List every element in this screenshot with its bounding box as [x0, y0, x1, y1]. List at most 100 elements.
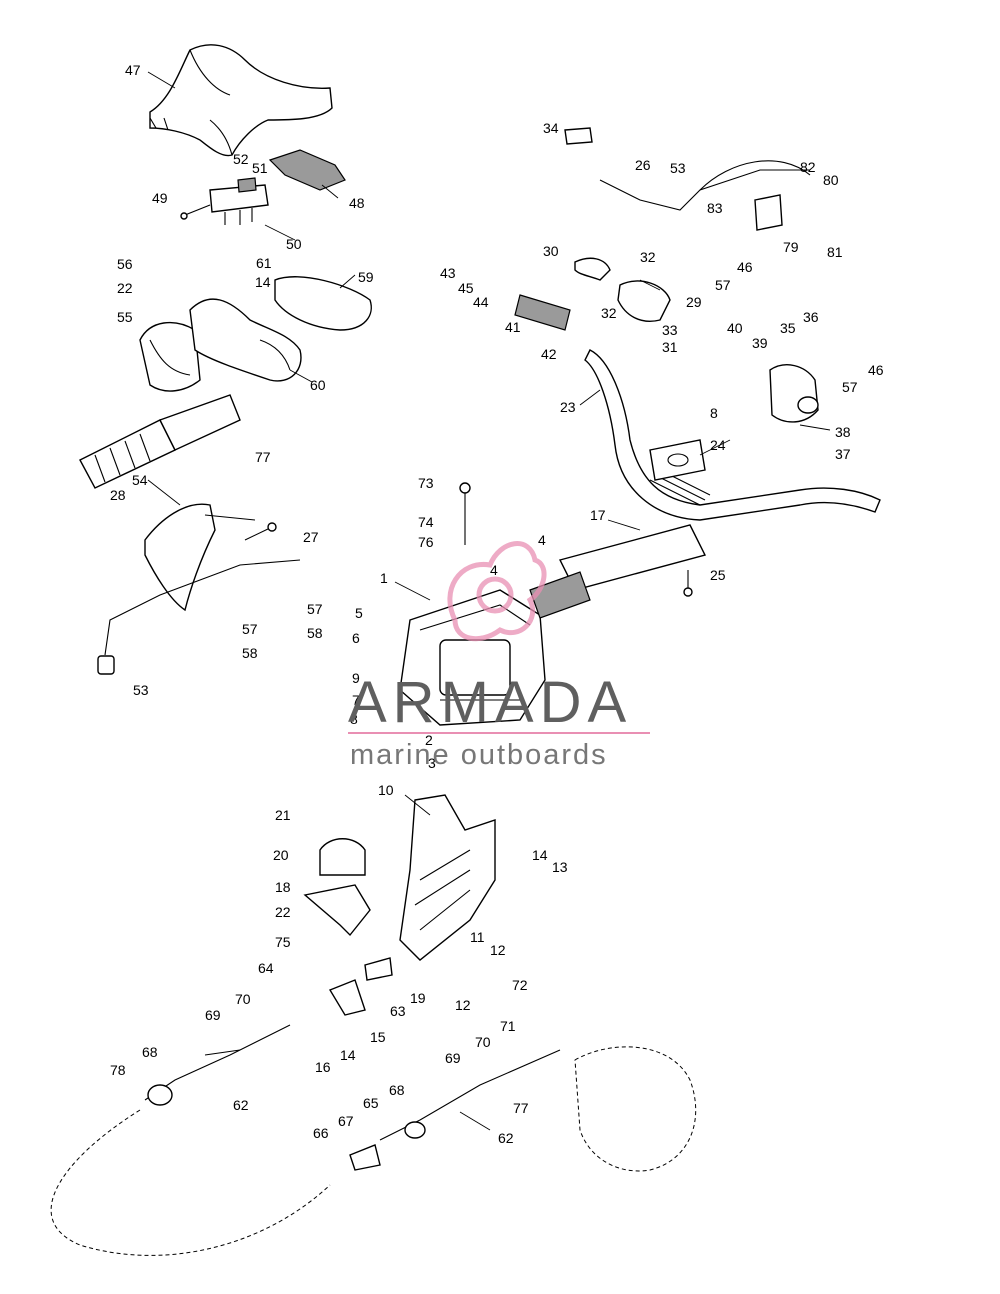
callout-10: 10	[378, 782, 394, 798]
callout-62: 62	[233, 1097, 249, 1113]
callout-59: 59	[358, 269, 374, 285]
callout-72: 72	[512, 977, 528, 993]
callout-12: 12	[490, 942, 506, 958]
callout-68: 68	[389, 1082, 405, 1098]
part-63-stop	[364, 957, 393, 981]
callout-14: 14	[255, 274, 271, 290]
callout-3: 3	[428, 755, 436, 771]
callout-69: 69	[205, 1007, 221, 1023]
callout-78: 78	[110, 1062, 126, 1078]
callout-57: 57	[307, 601, 323, 617]
callout-29: 29	[686, 294, 702, 310]
callout-61: 61	[256, 255, 272, 271]
callout-62: 62	[498, 1130, 514, 1146]
callout-58: 58	[307, 625, 323, 641]
callout-58: 58	[242, 645, 258, 661]
part-20-clamp	[319, 838, 366, 876]
callout-32: 32	[601, 305, 617, 321]
callout-28: 28	[110, 487, 126, 503]
callout-11: 11	[470, 929, 485, 945]
callout-20: 20	[273, 847, 289, 863]
callout-48: 48	[349, 195, 365, 211]
callout-68: 68	[142, 1044, 158, 1060]
callout-labels: 1 2 3 4 4 5 6 7 8 8 9 10 11 12 12 13 14 …	[110, 62, 884, 1146]
callout-77: 77	[513, 1100, 529, 1116]
callout-45: 45	[458, 280, 474, 296]
callout-8: 8	[710, 405, 718, 421]
callout-66: 66	[313, 1125, 329, 1141]
part-17-right-grip	[529, 524, 707, 619]
callout-53: 53	[670, 160, 686, 176]
callout-32: 32	[640, 249, 656, 265]
part-26-cable	[599, 160, 811, 211]
callout-1: 1	[380, 570, 388, 586]
part-62-cable-left	[50, 1024, 331, 1256]
callout-14: 14	[532, 847, 548, 863]
callout-57: 57	[842, 379, 858, 395]
part-30-clip	[574, 257, 611, 281]
part-48-clamp	[268, 149, 346, 191]
callout-77: 77	[255, 449, 271, 465]
part-62-cable-right	[349, 1049, 561, 1171]
part-18-bracket	[303, 884, 371, 937]
callout-8: 8	[350, 711, 358, 727]
part-49-screw	[180, 204, 211, 220]
part-35-throttle-housing	[769, 364, 819, 423]
callout-6: 6	[352, 630, 360, 646]
callout-71: 71	[500, 1018, 516, 1034]
callout-4: 4	[490, 562, 498, 578]
callout-80: 80	[823, 172, 839, 188]
callout-46: 46	[737, 259, 753, 275]
callout-22: 22	[117, 280, 133, 296]
callout-30: 30	[543, 243, 559, 259]
callout-26: 26	[635, 157, 651, 173]
callout-47: 47	[125, 62, 141, 78]
callout-75: 75	[275, 934, 291, 950]
part-54-throttle-lever	[144, 503, 216, 612]
part-34-clip	[564, 127, 593, 145]
callout-13: 13	[552, 859, 568, 875]
callout-43: 43	[440, 265, 456, 281]
callout-53: 53	[133, 682, 149, 698]
part-15-arm	[328, 979, 366, 1016]
callout-38: 38	[835, 424, 851, 440]
watermark-subtitle: marine outboards	[350, 739, 608, 771]
part-73-bolt	[459, 482, 471, 545]
callout-67: 67	[338, 1113, 354, 1129]
callout-40: 40	[727, 320, 743, 336]
part-left-grip	[79, 394, 241, 489]
callout-4: 4	[538, 532, 546, 548]
part-25-screw	[683, 570, 693, 597]
part-24-riser-clamp	[649, 439, 706, 481]
callout-12: 12	[455, 997, 471, 1013]
callout-46: 46	[868, 362, 884, 378]
callout-70: 70	[235, 991, 251, 1007]
callout-25: 25	[710, 567, 726, 583]
callout-5: 5	[355, 605, 363, 621]
callout-54: 54	[132, 472, 148, 488]
callout-37: 37	[835, 446, 851, 462]
callout-56: 56	[117, 256, 133, 272]
callout-15: 15	[370, 1029, 386, 1045]
callout-36: 36	[803, 309, 819, 325]
part-59-pad	[274, 276, 372, 331]
part-27-screw	[244, 522, 277, 541]
part-1-steering-housing	[399, 589, 546, 726]
callout-70: 70	[475, 1034, 491, 1050]
part-41-grip	[514, 294, 571, 331]
callout-9: 9	[352, 670, 360, 686]
part-jet-pump-outline	[574, 1046, 697, 1172]
callout-27: 27	[303, 529, 319, 545]
callout-21: 21	[275, 807, 291, 823]
callout-73: 73	[418, 475, 434, 491]
callout-50: 50	[286, 236, 302, 252]
callout-7: 7	[352, 692, 360, 708]
callout-49: 49	[152, 190, 168, 206]
part-55-housing	[139, 321, 201, 392]
part-10-steering-support	[399, 794, 496, 961]
callout-19: 19	[410, 990, 426, 1006]
callout-17: 17	[590, 507, 606, 523]
callout-2: 2	[425, 732, 433, 748]
callout-14: 14	[340, 1047, 356, 1063]
